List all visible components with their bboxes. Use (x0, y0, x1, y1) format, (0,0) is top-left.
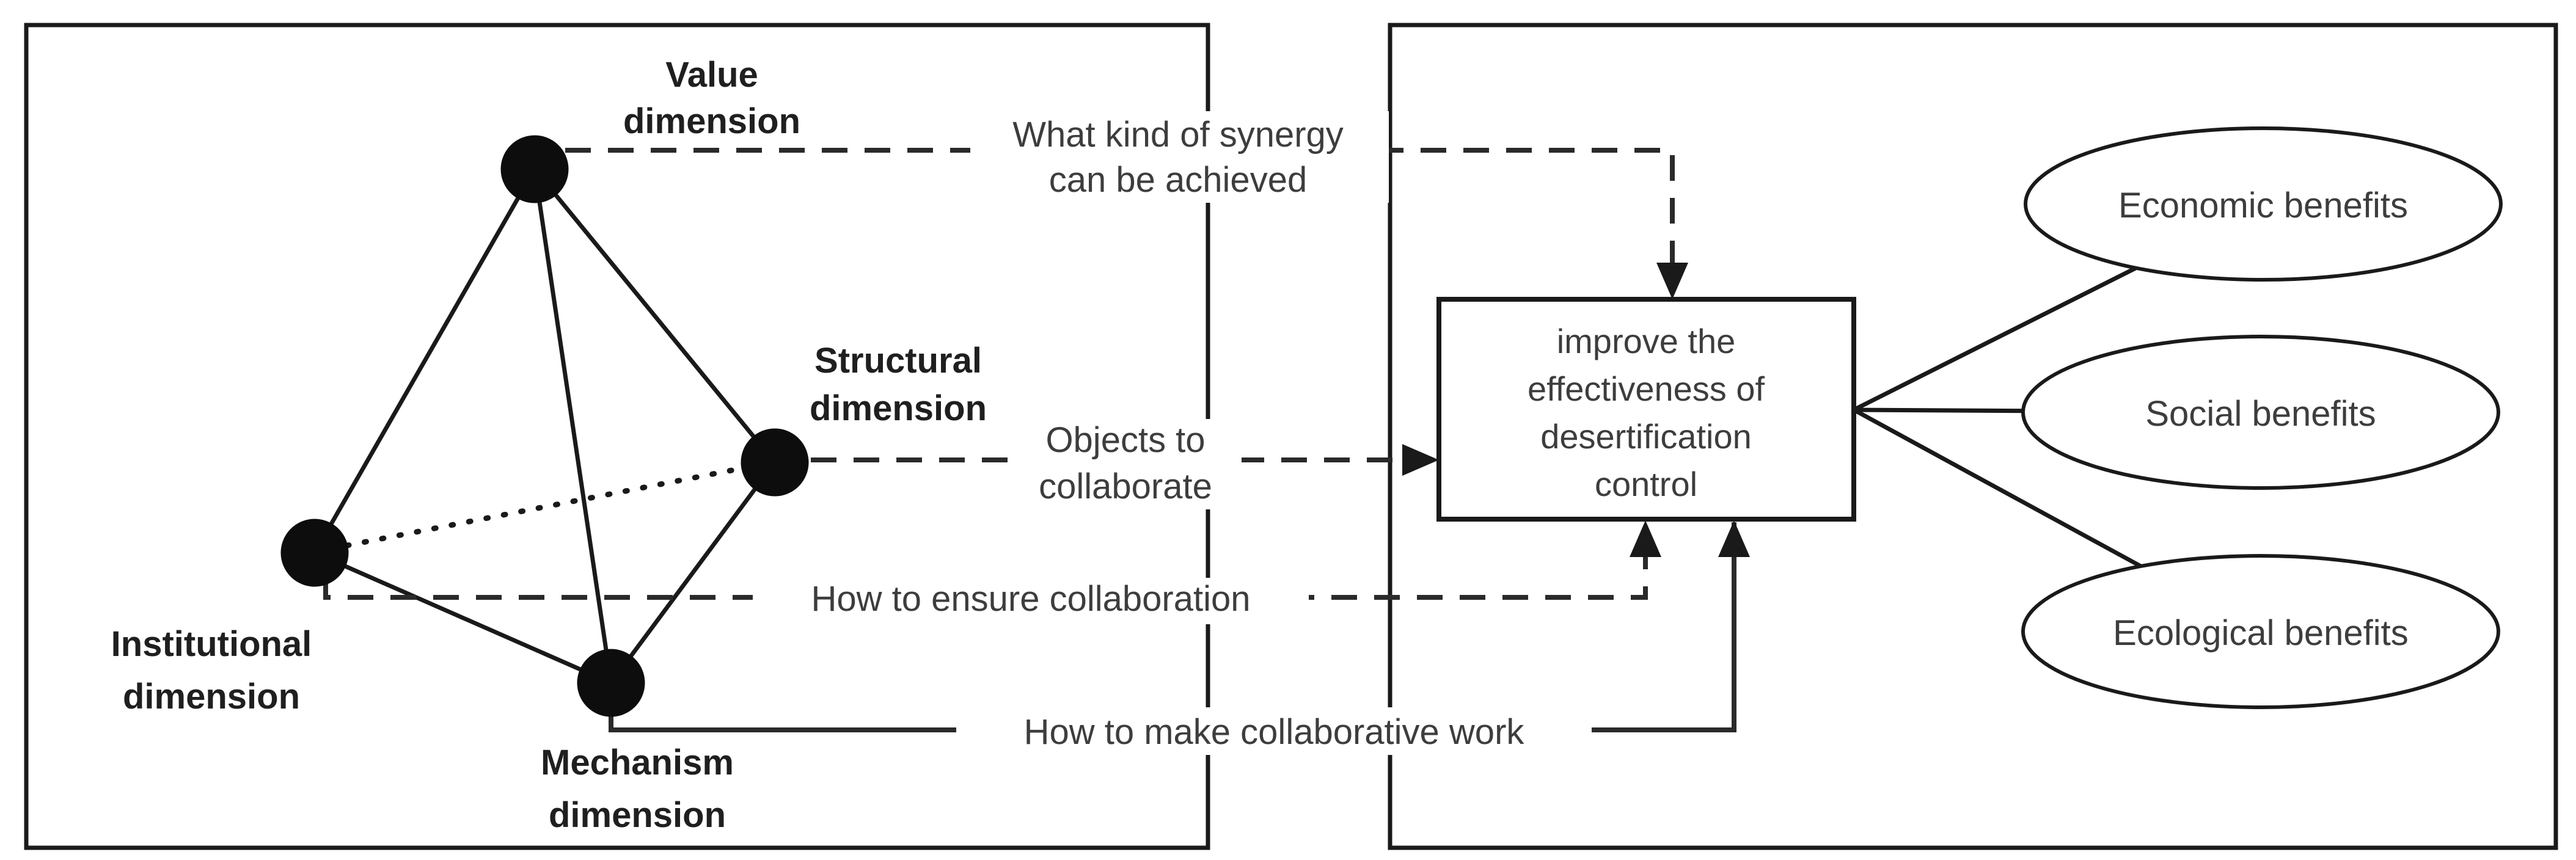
ensure-question-label: How to ensure collaboration (811, 579, 1251, 619)
institutional-dimension-node (280, 519, 349, 587)
goal-box-text: improve the effectiveness of desertifica… (1528, 322, 1765, 503)
social-benefits-label: Social benefits (2145, 394, 2376, 434)
edge-institutional-structural-hidden (344, 465, 747, 548)
synergy-question-line-2: can be achieved (1049, 160, 1307, 200)
edge-institutional-mechanism (313, 550, 612, 685)
mechanism-label-line-2: dimension (549, 795, 726, 835)
ensure-label-patch (753, 578, 1309, 624)
edge-value-institutional (312, 168, 537, 554)
institutional-label-line-1: Institutional (111, 624, 312, 664)
make-question-label: How to make collaborative work (1024, 712, 1525, 752)
benefit-nodes: Economic benefits Social benefits Ecolog… (2021, 126, 2503, 709)
mechanism-label-line-1: Mechanism (541, 743, 734, 782)
value-dimension-node (500, 135, 569, 203)
economic-benefits-ellipse (2024, 126, 2503, 282)
goal-line-3: desertification (1540, 417, 1752, 456)
make-label-patch (956, 707, 1592, 755)
value-label-line-2: dimension (623, 101, 800, 141)
arrow-up-dashed-into-goal-icon (1630, 520, 1661, 557)
synergy-label-patch (970, 111, 1389, 203)
goal-line-2: effectiveness of (1528, 370, 1765, 408)
structural-dimension-node (741, 428, 809, 497)
tetrahedron-nodes (280, 135, 809, 717)
goal-box (1436, 297, 1856, 522)
social-benefits-ellipse (2021, 335, 2500, 490)
value-label-line-1: Value (665, 55, 758, 95)
edge-value-structural (533, 167, 777, 464)
structural-label-line-2: dimension (810, 388, 987, 428)
objects-question-line-2: collaborate (1039, 467, 1212, 506)
synergy-question-line-1: What kind of synergy (1012, 115, 1344, 155)
connector-labels: What kind of synergy can be achieved Obj… (811, 115, 1525, 752)
edge-value-mechanism (532, 169, 613, 683)
edge-structural-mechanism (609, 461, 777, 685)
label-patches (753, 111, 1592, 755)
economic-benefits-label: Economic benefits (2118, 186, 2408, 225)
ecological-benefits-ellipse (2021, 554, 2500, 709)
arrow-up-solid-into-goal-icon (1718, 520, 1750, 557)
arrow-down-into-goal-icon (1656, 263, 1688, 299)
goal-line-1: improve the (1557, 322, 1736, 360)
structural-label-line-1: Structural (814, 341, 982, 381)
dimension-labels: Value dimension Structural dimension Ins… (111, 55, 987, 835)
mechanism-dimension-node (577, 649, 645, 717)
ecological-benefits-label: Ecological benefits (2113, 613, 2409, 653)
connector-ensure-line (323, 553, 1648, 600)
objects-label-patch (1009, 419, 1242, 509)
arrow-right-into-goal-icon (1402, 444, 1439, 476)
objects-question-line-1: Objects to (1045, 420, 1205, 460)
institutional-label-line-2: dimension (123, 677, 300, 716)
goal-line-4: control (1595, 465, 1697, 503)
tetrahedron-edges (312, 167, 777, 685)
